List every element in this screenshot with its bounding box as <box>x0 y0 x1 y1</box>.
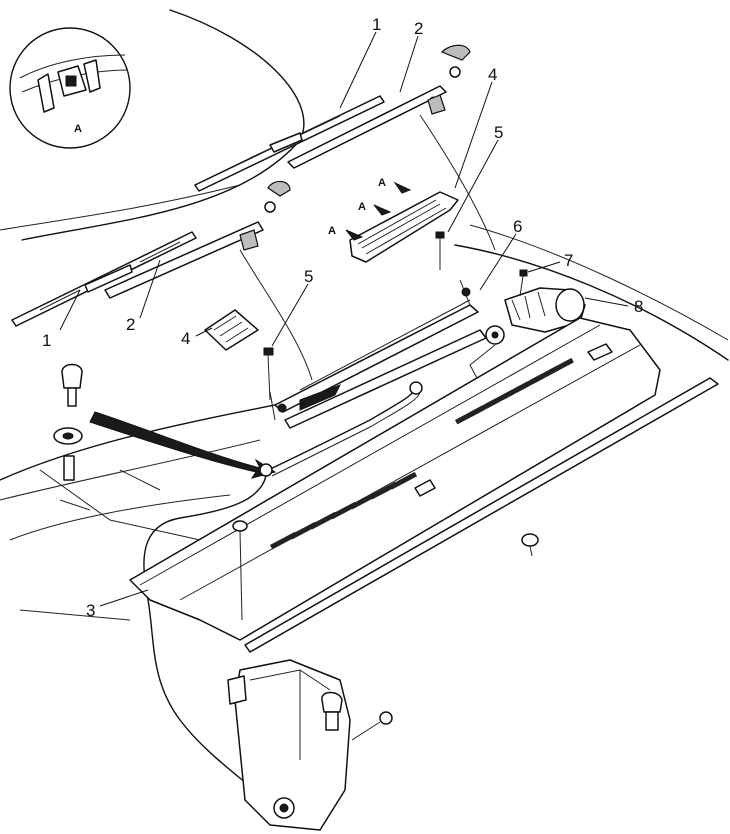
push-clip <box>521 533 539 557</box>
callout-leaders <box>59 31 629 607</box>
motor-screw <box>519 269 528 297</box>
cowl-vent-cover-lower <box>204 309 259 351</box>
callout-5-lower: 5 <box>304 267 313 286</box>
lower-wiper-arm <box>104 180 291 299</box>
washer-reservoir <box>227 659 351 831</box>
upper-wiper-blade <box>194 95 385 192</box>
wiper-motor <box>456 287 586 411</box>
arrow-marker-label-1: A <box>378 177 386 189</box>
vent-grille-slots <box>357 199 447 255</box>
upper-wiper-arm <box>287 44 471 169</box>
lower-wiper-blade <box>11 231 197 327</box>
reservoir-bolt <box>351 711 393 741</box>
callout-5-upper: 5 <box>494 123 503 142</box>
callout-3: 3 <box>86 601 95 620</box>
wiper-linkage <box>239 114 496 429</box>
cowl-top-panel <box>129 317 661 641</box>
direction-arrow <box>89 411 277 479</box>
detail-view-label: A <box>74 123 82 135</box>
arrow-marker-label-2: A <box>358 201 366 213</box>
bolt-lower <box>263 347 274 401</box>
callout-1-upper: 1 <box>372 15 381 34</box>
cowl-grille-slots-lower <box>270 471 418 550</box>
panel-fastener <box>232 520 248 621</box>
callout-2-lower: 2 <box>126 315 135 334</box>
detail-view-a: A <box>9 27 131 149</box>
washer-hose <box>143 381 423 811</box>
callout-4-upper: 4 <box>488 65 497 84</box>
callout-2-upper: 2 <box>414 19 423 38</box>
arrow-marker-label-3: A <box>328 225 336 237</box>
cowl-grille-slots-upper <box>454 357 574 425</box>
callout-1-lower: 1 <box>42 331 51 350</box>
callout-7: 7 <box>564 251 573 270</box>
cowl-seal-strip <box>244 377 719 653</box>
callout-4-lower: 4 <box>181 329 190 348</box>
cowl-vent-cover-upper: A A A <box>328 177 459 263</box>
callout-8: 8 <box>634 297 643 316</box>
washer-nozzle <box>53 363 83 481</box>
bolt-upper <box>435 231 445 270</box>
callout-6: 6 <box>513 217 522 236</box>
